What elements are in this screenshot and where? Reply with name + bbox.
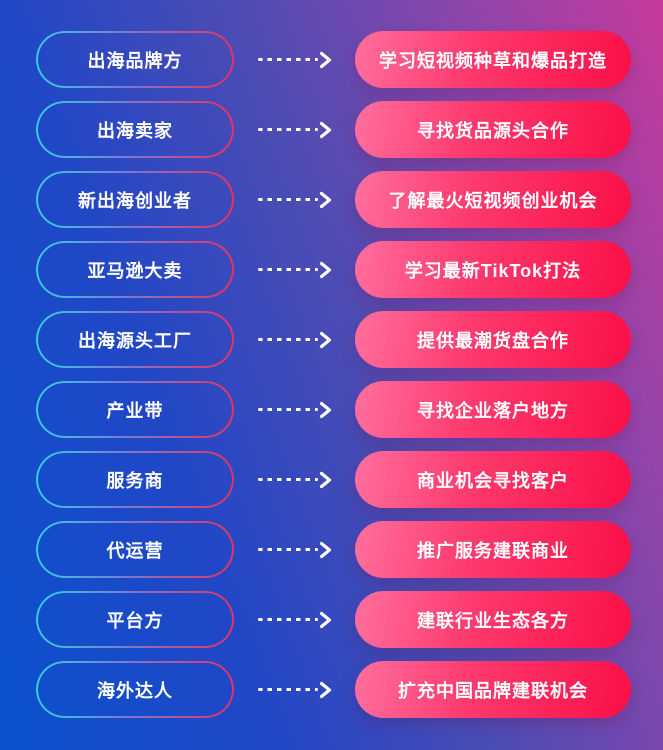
audience-pill: 服务商 — [36, 451, 234, 508]
audience-pill: 海外达人 — [36, 661, 234, 718]
audience-pill: 出海品牌方 — [36, 31, 234, 88]
dashed-arrow-icon — [234, 51, 355, 69]
dashed-arrow-icon — [234, 331, 355, 349]
mapping-row: 海外达人 扩充中国品牌建联机会 — [36, 661, 631, 718]
benefit-label: 寻找货品源头合作 — [417, 120, 569, 141]
benefit-label: 了解最火短视频创业机会 — [388, 190, 598, 211]
benefit-label: 商业机会寻找客户 — [417, 470, 569, 491]
arrow-head-icon — [319, 121, 331, 138]
benefit-label: 寻找企业落户地方 — [417, 400, 569, 421]
arrow-head-icon — [319, 191, 331, 208]
arrow-dash-line — [257, 57, 318, 62]
audience-pill: 亚马逊大卖 — [36, 241, 234, 298]
arrow-dash-line — [257, 617, 318, 622]
audience-pill: 新出海创业者 — [36, 171, 234, 228]
mapping-row: 亚马逊大卖 学习最新TikTok打法 — [36, 241, 631, 298]
arrow-dash-line — [257, 267, 318, 272]
benefit-pill: 寻找货品源头合作 — [355, 101, 631, 158]
arrow-head-icon — [319, 261, 331, 278]
audience-pill: 代运营 — [36, 521, 234, 578]
arrow-dash-line — [257, 477, 318, 482]
arrow-head-icon — [319, 401, 331, 418]
dashed-arrow-icon — [234, 261, 355, 279]
audience-label: 服务商 — [106, 470, 164, 491]
mapping-row: 出海品牌方 学习短视频种草和爆品打造 — [36, 31, 631, 88]
benefit-pill: 扩充中国品牌建联机会 — [355, 661, 631, 718]
benefit-pill: 了解最火短视频创业机会 — [355, 171, 631, 228]
audience-label: 出海品牌方 — [87, 50, 183, 71]
mapping-row: 代运营 推广服务建联商业 — [36, 521, 631, 578]
audience-label: 平台方 — [106, 610, 164, 631]
arrow-dash-line — [257, 687, 318, 692]
audience-label: 海外达人 — [97, 680, 173, 701]
audience-pill: 出海源头工厂 — [36, 311, 234, 368]
benefit-pill: 学习最新TikTok打法 — [355, 241, 631, 298]
audience-label: 代运营 — [106, 540, 164, 561]
audience-label: 出海卖家 — [97, 120, 173, 141]
benefit-label: 学习短视频种草和爆品打造 — [379, 50, 607, 71]
mapping-row: 出海卖家 寻找货品源头合作 — [36, 101, 631, 158]
arrow-head-icon — [319, 51, 331, 68]
dashed-arrow-icon — [234, 611, 355, 629]
mapping-row: 服务商 商业机会寻找客户 — [36, 451, 631, 508]
benefit-label: 学习最新TikTok打法 — [404, 260, 582, 281]
audience-label: 出海源头工厂 — [78, 330, 192, 351]
arrow-dash-line — [257, 337, 318, 342]
benefit-pill: 建联行业生态各方 — [355, 591, 631, 648]
arrow-dash-line — [257, 547, 318, 552]
arrow-head-icon — [319, 681, 331, 698]
arrow-head-icon — [319, 541, 331, 558]
dashed-arrow-icon — [234, 681, 355, 699]
dashed-arrow-icon — [234, 121, 355, 139]
arrow-head-icon — [319, 611, 331, 628]
arrow-dash-line — [257, 197, 318, 202]
mapping-row: 新出海创业者 了解最火短视频创业机会 — [36, 171, 631, 228]
benefit-pill: 学习短视频种草和爆品打造 — [355, 31, 631, 88]
dashed-arrow-icon — [234, 541, 355, 559]
benefit-pill: 推广服务建联商业 — [355, 521, 631, 578]
benefit-pill: 寻找企业落户地方 — [355, 381, 631, 438]
mapping-row: 平台方 建联行业生态各方 — [36, 591, 631, 648]
benefit-pill: 提供最潮货盘合作 — [355, 311, 631, 368]
benefit-label: 推广服务建联商业 — [417, 540, 569, 561]
audience-label: 亚马逊大卖 — [87, 260, 183, 281]
audience-label: 产业带 — [106, 400, 164, 421]
arrow-dash-line — [257, 127, 318, 132]
audience-pill: 平台方 — [36, 591, 234, 648]
dashed-arrow-icon — [234, 191, 355, 209]
mapping-row: 出海源头工厂 提供最潮货盘合作 — [36, 311, 631, 368]
audience-pill: 产业带 — [36, 381, 234, 438]
arrow-dash-line — [257, 407, 318, 412]
dashed-arrow-icon — [234, 471, 355, 489]
dashed-arrow-icon — [234, 401, 355, 419]
mapping-row: 产业带 寻找企业落户地方 — [36, 381, 631, 438]
audience-label: 新出海创业者 — [78, 190, 192, 211]
benefit-label: 提供最潮货盘合作 — [417, 330, 569, 351]
arrow-head-icon — [319, 331, 331, 348]
benefit-label: 扩充中国品牌建联机会 — [398, 680, 588, 701]
arrow-head-icon — [319, 471, 331, 488]
audience-pill: 出海卖家 — [36, 101, 234, 158]
benefit-label: 建联行业生态各方 — [417, 610, 569, 631]
benefit-pill: 商业机会寻找客户 — [355, 451, 631, 508]
